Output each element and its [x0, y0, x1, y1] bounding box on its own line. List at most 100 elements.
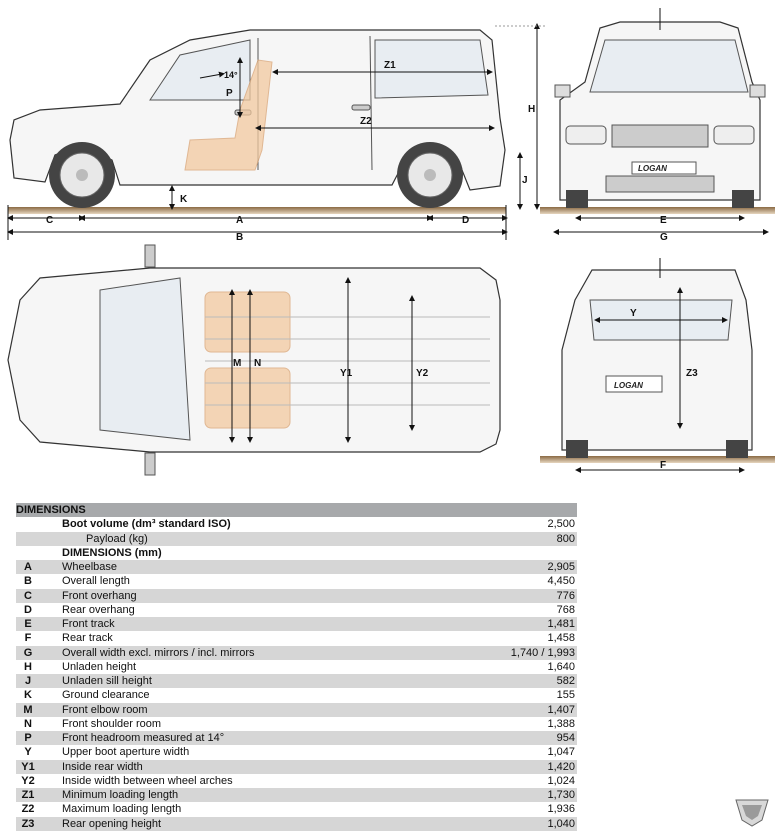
row-value: 1,407	[445, 702, 577, 717]
label-z1: Z1	[384, 60, 396, 71]
top-seat-right	[204, 367, 291, 429]
row-code: Z3	[16, 816, 40, 831]
label-c: C	[46, 215, 53, 226]
row-code: E	[16, 617, 40, 632]
label-z2: Z2	[360, 116, 372, 127]
dimensions-table: DIMENSIONS Boot volume (dm³ standard ISO…	[16, 503, 577, 831]
row-code	[16, 517, 40, 532]
row-code: C	[16, 588, 40, 603]
table-row: Payload (kg)800	[16, 531, 577, 546]
row-label: Overall width excl. mirrors / incl. mirr…	[40, 645, 445, 660]
label-y: Y	[630, 308, 637, 319]
row-value: 2,500	[445, 517, 577, 532]
row-value: 155	[445, 688, 577, 703]
row-code: P	[16, 731, 40, 746]
row-value: 954	[445, 731, 577, 746]
ground-side	[8, 207, 506, 214]
row-code: M	[16, 702, 40, 717]
row-label: Front track	[40, 617, 445, 632]
row-code: B	[16, 574, 40, 589]
row-code: Z1	[16, 788, 40, 803]
row-code: A	[16, 560, 40, 575]
row-label: Front elbow room	[40, 702, 445, 717]
row-label: Front headroom measured at 14°	[40, 731, 445, 746]
top-seat-left	[204, 291, 291, 353]
row-label: Inside rear width	[40, 759, 445, 774]
row-code: Y1	[16, 759, 40, 774]
row-code	[16, 545, 40, 560]
row-value: 1,388	[445, 716, 577, 731]
row-label: Inside width between wheel arches	[40, 773, 445, 788]
row-value: 768	[445, 602, 577, 617]
label-y1: Y1	[340, 368, 353, 379]
rear-badge: LOGAN	[614, 381, 643, 390]
row-value: 1,047	[445, 745, 577, 760]
label-k: K	[180, 194, 188, 205]
row-label: Front shoulder room	[40, 716, 445, 731]
row-label: Rear track	[40, 631, 445, 646]
row-label: Rear opening height	[40, 816, 445, 831]
label-d: D	[462, 215, 469, 226]
row-label: Maximum loading length	[40, 802, 445, 817]
row-value: 1,936	[445, 802, 577, 817]
row-value: 800	[445, 531, 577, 546]
row-label: Boot volume (dm³ standard ISO)	[40, 517, 445, 532]
row-value: 2,905	[445, 560, 577, 575]
row-label: Front overhang	[40, 588, 445, 603]
row-label: DIMENSIONS (mm)	[40, 545, 445, 560]
row-code: N	[16, 716, 40, 731]
side-front-window	[149, 39, 251, 101]
row-value: 1,730	[445, 788, 577, 803]
side-front-wheel	[49, 142, 115, 208]
label-angle: 14°	[224, 70, 238, 80]
label-m: M	[233, 358, 241, 369]
row-label: Wheelbase	[40, 560, 445, 575]
row-value	[445, 545, 577, 560]
row-value: 1,458	[445, 631, 577, 646]
front-badge: LOGAN	[638, 164, 667, 173]
label-z3: Z3	[686, 368, 698, 379]
table-header-row: DIMENSIONS	[16, 503, 577, 518]
label-e: E	[660, 215, 667, 226]
row-code: Y2	[16, 773, 40, 788]
label-a: A	[236, 215, 243, 226]
rear-view: LOGAN Y Z3 F	[540, 258, 775, 473]
label-y2: Y2	[416, 368, 429, 379]
row-code: Y	[16, 745, 40, 760]
row-label: Ground clearance	[40, 688, 445, 703]
row-value: 1,040	[445, 816, 577, 831]
row-label: Rear overhang	[40, 602, 445, 617]
row-value: 1,024	[445, 773, 577, 788]
table-header: DIMENSIONS	[16, 503, 577, 518]
row-label: Upper boot aperture width	[40, 745, 445, 760]
row-value: 1,481	[445, 617, 577, 632]
side-rear-wheel	[397, 142, 463, 208]
label-b: B	[236, 232, 243, 243]
row-code: F	[16, 631, 40, 646]
label-j: J	[522, 175, 528, 186]
label-g: G	[660, 232, 668, 243]
row-code	[16, 531, 40, 546]
row-value: 776	[445, 588, 577, 603]
row-code: Z2	[16, 802, 40, 817]
row-value: 1,740 / 1,993	[445, 645, 577, 660]
technical-drawings: Z1 Z2 P 14° K C A D B J H	[7, 8, 775, 476]
side-view: Z1 Z2 P 14° K C A D B J H	[7, 23, 545, 243]
label-h: H	[528, 104, 535, 115]
front-view: LOGAN E G	[540, 8, 775, 243]
